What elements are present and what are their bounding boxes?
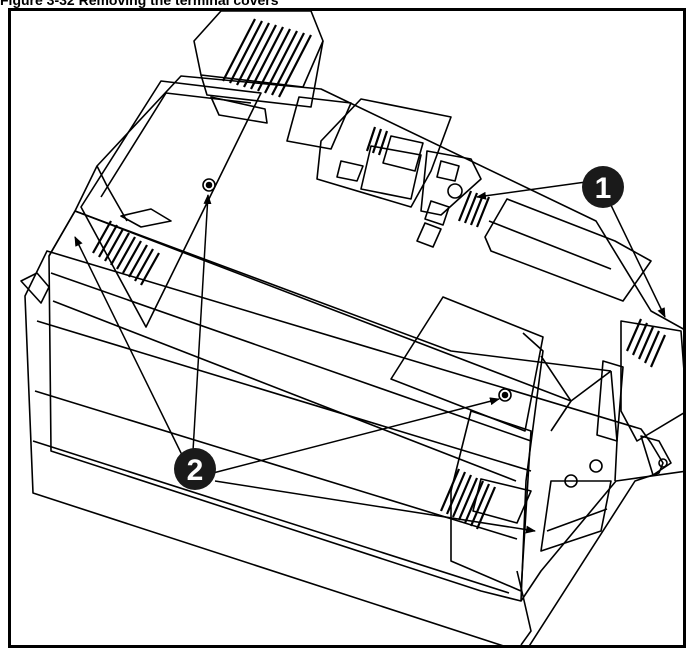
callout-2-arrow-upper-center: [192, 194, 212, 452]
vent-grille-right: [625, 318, 667, 368]
drive-housing: [48, 75, 683, 602]
heatsink-module: [193, 11, 324, 108]
drive-illustration: 1 2: [20, 11, 683, 645]
terminal-cover-lower: [390, 296, 544, 592]
callout-1-arrow-top: [476, 180, 594, 200]
vent-grille-lower: [439, 468, 497, 530]
side-terminals: [540, 320, 683, 552]
callout-2-arrow-lower-center: [212, 397, 500, 474]
callout-2-badge: 2: [174, 448, 216, 490]
terminal-block-grille: [365, 126, 491, 228]
callout-2-arrow-lower-right: [214, 480, 536, 534]
callout-1-label: 1: [595, 172, 612, 205]
callout-2-arrow-upper-left: [74, 236, 184, 458]
mounting-plate: [20, 250, 672, 645]
terminal-cover-upper: [80, 80, 268, 328]
callout-2-label: 2: [187, 454, 204, 487]
control-panel: [286, 96, 482, 248]
display-window: [484, 198, 652, 302]
figure-frame: 1 2: [8, 8, 686, 648]
vent-grille-upper-left: [92, 220, 160, 286]
callout-1-arrow-right: [608, 200, 666, 318]
figure-title: Figure 3-32 Removing the terminal covers: [0, 0, 279, 8]
vent-grille-top: [222, 18, 312, 98]
callout-1-badge: 1: [582, 166, 624, 208]
